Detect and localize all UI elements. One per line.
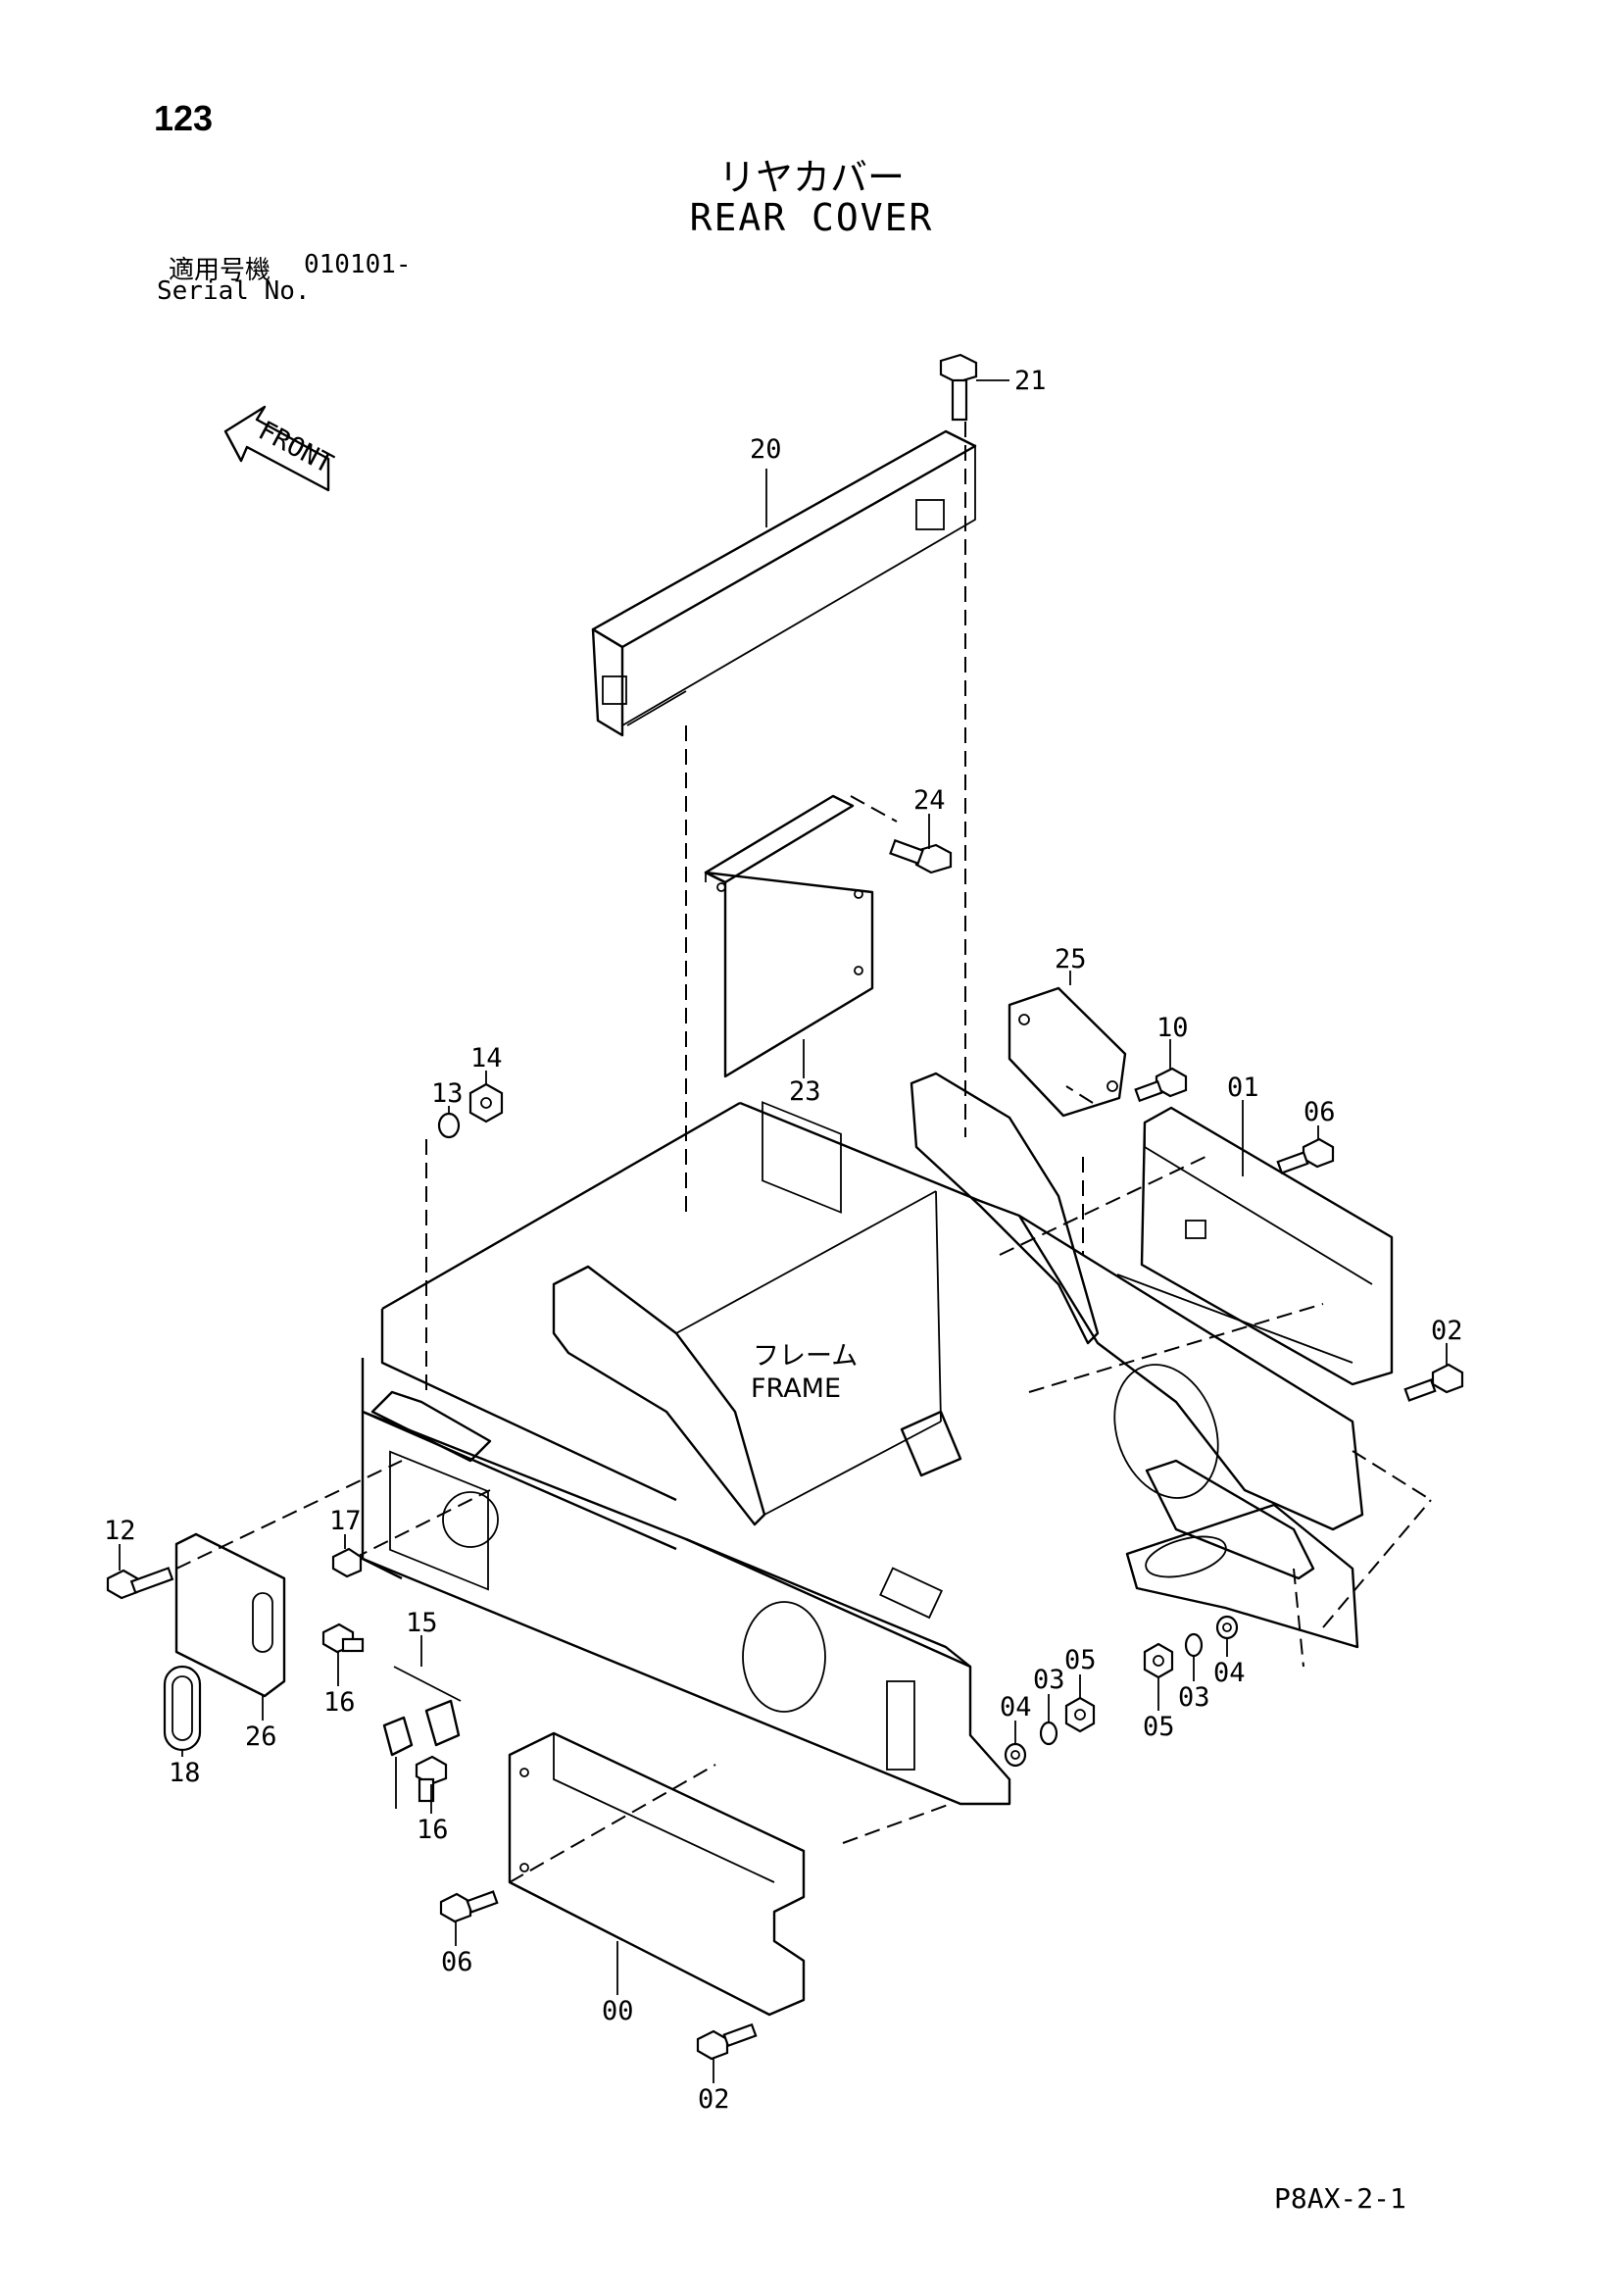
part-06-bolt-lower bbox=[439, 1890, 499, 1923]
part-17-bolt bbox=[331, 1547, 363, 1578]
callout-06-upper: 06 bbox=[1303, 1097, 1336, 1127]
part-10-bolt bbox=[1134, 1067, 1188, 1103]
callout-12: 12 bbox=[104, 1516, 136, 1546]
serial-number-value: 010101- bbox=[304, 250, 412, 279]
part-18-grommet bbox=[163, 1665, 202, 1752]
page-title-english: REAR COVER bbox=[689, 196, 934, 239]
serial-label-english: Serial No. bbox=[157, 276, 311, 306]
part-06-bolt-upper bbox=[1276, 1137, 1335, 1174]
figure-code: P8AX-2-1 bbox=[1274, 2182, 1406, 2215]
callout-15: 15 bbox=[406, 1608, 438, 1638]
callout-06-lower: 06 bbox=[441, 1947, 473, 1977]
part-16-bolt-lower bbox=[415, 1755, 448, 1803]
callout-02-lower: 02 bbox=[698, 2084, 730, 2115]
callout-13: 13 bbox=[431, 1078, 464, 1109]
callout-01: 01 bbox=[1227, 1073, 1259, 1103]
part-25-plate bbox=[1008, 986, 1127, 1118]
part-05-nut-right bbox=[1143, 1642, 1174, 1679]
part-03-lock-washer-left bbox=[1039, 1721, 1058, 1746]
callout-24: 24 bbox=[913, 785, 946, 816]
main-frame-body bbox=[361, 1072, 1364, 1806]
callout-10: 10 bbox=[1156, 1013, 1189, 1043]
part-12-bolt bbox=[106, 1567, 174, 1600]
callout-04-right: 04 bbox=[1213, 1658, 1246, 1688]
callout-18: 18 bbox=[169, 1758, 201, 1788]
part-15-clip-assembly bbox=[382, 1666, 462, 1809]
part-02-bolt-right bbox=[1403, 1363, 1464, 1402]
callout-14: 14 bbox=[470, 1043, 503, 1073]
callout-05-left: 05 bbox=[1064, 1645, 1097, 1675]
serial-label-japanese: 適用号機 bbox=[169, 256, 271, 285]
front-arrow-icon: FRONT bbox=[223, 405, 338, 492]
callout-16-upper: 16 bbox=[323, 1687, 356, 1718]
part-03-lock-washer-right bbox=[1184, 1632, 1204, 1658]
callout-23: 23 bbox=[789, 1076, 821, 1107]
callout-labels: 21 20 24 23 25 10 01 06 02 13 14 12 17 1… bbox=[104, 366, 1463, 2115]
page-number: 123 bbox=[154, 98, 214, 138]
part-16-bolt-upper bbox=[321, 1622, 365, 1654]
frame-label-english: FRAME bbox=[751, 1373, 841, 1404]
part-04-washer-left bbox=[1004, 1742, 1027, 1768]
callout-00: 00 bbox=[602, 1996, 634, 2026]
part-13-washer bbox=[437, 1112, 461, 1139]
part-01-side-cover bbox=[1116, 1106, 1394, 1386]
callout-leaders bbox=[119, 379, 1448, 2083]
callout-04-left: 04 bbox=[1000, 1692, 1032, 1722]
part-00-bottom-cover bbox=[508, 1731, 806, 2017]
callout-20: 20 bbox=[750, 434, 782, 465]
front-arrow-label: FRONT bbox=[253, 416, 337, 480]
callout-16-lower: 16 bbox=[417, 1815, 449, 1845]
part-04-washer-right bbox=[1215, 1615, 1239, 1640]
callout-02-right: 02 bbox=[1431, 1316, 1463, 1346]
part-24-bolt bbox=[889, 838, 953, 874]
callout-21: 21 bbox=[1014, 366, 1047, 396]
page-title-japanese: リヤカバー bbox=[717, 156, 905, 199]
part-05-nut-left bbox=[1064, 1696, 1096, 1733]
assembly-dash-lines bbox=[175, 422, 1432, 1883]
part-20-top-cover bbox=[591, 429, 977, 737]
frame-label-japanese: フレーム bbox=[753, 1341, 858, 1372]
part-23-plate bbox=[704, 794, 874, 1078]
part-02-bolt-lower bbox=[696, 2022, 758, 2061]
callout-17: 17 bbox=[329, 1506, 362, 1536]
callout-03-left: 03 bbox=[1033, 1665, 1065, 1695]
part-14-nut bbox=[468, 1082, 504, 1123]
callout-25: 25 bbox=[1055, 944, 1087, 974]
part-21-bolt bbox=[939, 353, 978, 422]
callout-03-right: 03 bbox=[1178, 1682, 1210, 1713]
callout-05-right: 05 bbox=[1143, 1712, 1175, 1742]
callout-26: 26 bbox=[245, 1722, 277, 1752]
part-26-side-plate bbox=[174, 1532, 286, 1698]
